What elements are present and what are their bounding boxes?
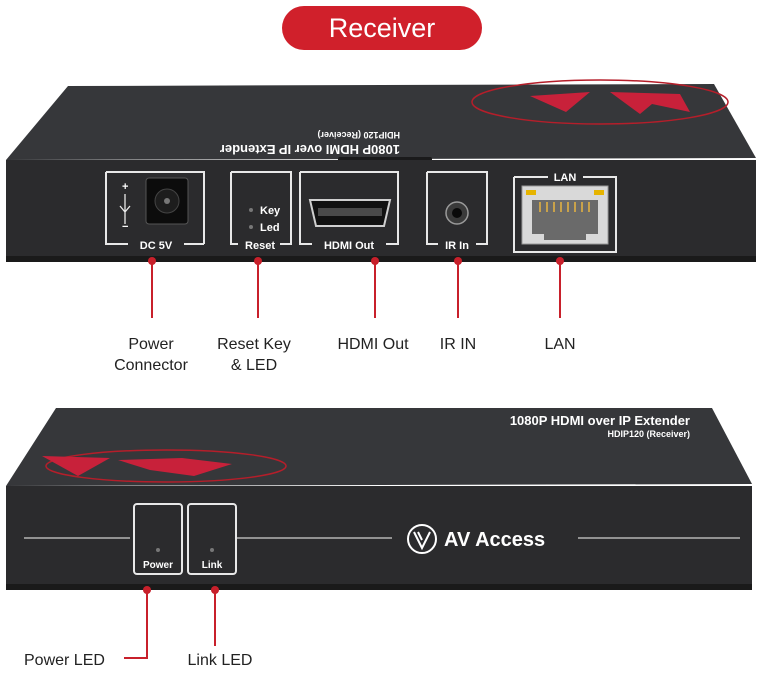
callout-reset-key: Reset Key & LED <box>206 334 302 376</box>
brand-logo: AV Access <box>407 524 545 554</box>
front-top-label: 1080P HDMI over IP Extender <box>510 413 690 428</box>
link-led-label: Link <box>202 560 223 571</box>
callout-lan: LAN <box>544 336 576 353</box>
hdmi-port: HDMI Out <box>299 171 399 252</box>
callout-link-led: Link LED <box>187 652 253 669</box>
back-top-logo <box>471 79 729 125</box>
front-callout-lines <box>124 590 216 659</box>
back-callout-lines <box>151 262 561 318</box>
lan-label: LAN <box>554 172 577 184</box>
callout-power-led: Power LED <box>24 652 105 669</box>
callout-reset-key-line2: & LED <box>230 357 278 374</box>
back-top-label: 1080P HDMI over IP Extender <box>220 142 400 157</box>
dc-port: + − DC 5V <box>105 171 205 252</box>
power-led-label: Power <box>143 560 173 571</box>
front-device-face <box>6 486 752 586</box>
receiver-title-badge: Receiver <box>282 6 482 50</box>
lan-port: LAN <box>513 172 617 253</box>
callout-ir-in: IR IN <box>439 336 477 353</box>
brand-name: AV Access <box>444 529 545 551</box>
power-led-port: Power <box>133 503 183 575</box>
front-top-model: HDIP120 (Receiver) <box>607 429 690 439</box>
callout-hdmi-out: HDMI Out <box>337 336 409 353</box>
reset-port: Key Led Reset <box>230 171 292 252</box>
back-top-model: HDIP120 (Receiver) <box>317 130 400 140</box>
callout-power-connector: Power Connector <box>104 334 198 376</box>
hdmi-label: HDMI Out <box>324 240 374 252</box>
reset-key-label: Key <box>260 205 281 217</box>
dc-minus-label: − <box>122 221 128 233</box>
callout-power-connector-line1: Power <box>128 336 174 353</box>
dc-label: DC 5V <box>140 240 173 252</box>
ir-label: IR In <box>445 240 469 252</box>
reset-label: Reset <box>245 240 275 252</box>
dc-plus-label: + <box>122 181 128 193</box>
back-device: 1080P HDMI over IP Extender HDIP120 (Rec… <box>6 79 756 318</box>
callout-power-connector-line2: Connector <box>114 357 188 374</box>
ir-port: IR In <box>426 171 488 252</box>
link-led-port: Link <box>187 503 237 575</box>
front-device: 1080P HDMI over IP Extender HDIP120 (Rec… <box>6 408 752 659</box>
reset-led-label: Led <box>260 222 280 234</box>
front-top-logo <box>42 449 287 483</box>
callout-reset-key-line1: Reset Key <box>217 336 291 353</box>
